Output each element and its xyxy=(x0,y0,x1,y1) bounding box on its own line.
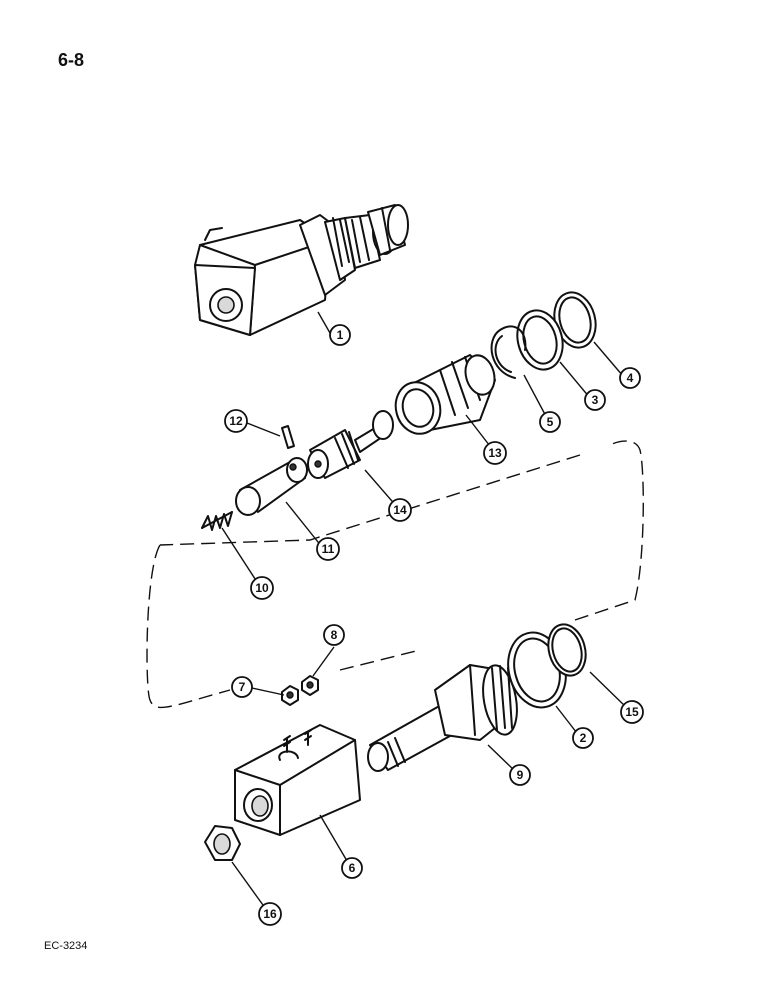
part-9-stem xyxy=(367,664,518,772)
part-13-cartridge xyxy=(394,354,496,435)
assembly-dashed-line xyxy=(146,440,644,708)
part-8-nut xyxy=(301,675,319,696)
part-3-o-ring xyxy=(516,309,564,371)
part-6-coil-housing xyxy=(234,724,361,836)
leader-lines xyxy=(221,311,629,913)
svg-text:5: 5 xyxy=(547,415,554,429)
callout-3: 3 xyxy=(584,389,606,411)
part-15-o-ring xyxy=(547,623,587,677)
svg-text:14: 14 xyxy=(393,503,407,517)
svg-text:8: 8 xyxy=(331,628,338,642)
part-12-pin xyxy=(281,425,295,449)
callout-14: 14 xyxy=(388,498,412,522)
part-5-snap-ring xyxy=(490,325,527,379)
part-16-nut xyxy=(204,825,241,861)
svg-text:10: 10 xyxy=(255,581,269,595)
callout-9: 9 xyxy=(509,764,531,786)
callout-13: 13 xyxy=(483,441,507,465)
callout-15: 15 xyxy=(620,700,644,724)
svg-text:11: 11 xyxy=(322,542,335,556)
callout-6: 6 xyxy=(341,857,363,879)
svg-text:6: 6 xyxy=(349,861,356,875)
page-number: 6-8 xyxy=(58,50,85,70)
figure-code: EC-3234 xyxy=(44,940,88,952)
callout-7: 7 xyxy=(231,676,253,698)
callout-11: 11 xyxy=(316,537,340,561)
svg-text:13: 13 xyxy=(488,446,502,460)
svg-text:2: 2 xyxy=(580,731,587,745)
svg-text:12: 12 xyxy=(229,414,243,428)
svg-text:15: 15 xyxy=(625,705,639,719)
part-14-spool xyxy=(307,410,394,479)
svg-text:1: 1 xyxy=(337,328,344,342)
callout-12: 12 xyxy=(224,409,248,433)
svg-text:16: 16 xyxy=(263,907,277,921)
callout-10: 10 xyxy=(250,576,274,600)
callout-1: 1 xyxy=(329,324,351,346)
callout-4: 4 xyxy=(619,367,641,389)
svg-text:3: 3 xyxy=(592,393,599,407)
callout-5: 5 xyxy=(539,411,561,433)
svg-text:9: 9 xyxy=(517,768,524,782)
part-10-spring xyxy=(201,511,233,531)
callout-2: 2 xyxy=(572,727,594,749)
part-1-solenoid xyxy=(194,204,409,336)
svg-text:4: 4 xyxy=(627,371,634,385)
callout-16: 16 xyxy=(258,902,282,926)
part-7-nut xyxy=(281,685,299,706)
part-11-plunger xyxy=(235,457,308,516)
callout-8: 8 xyxy=(323,624,345,646)
svg-text:7: 7 xyxy=(239,680,246,694)
